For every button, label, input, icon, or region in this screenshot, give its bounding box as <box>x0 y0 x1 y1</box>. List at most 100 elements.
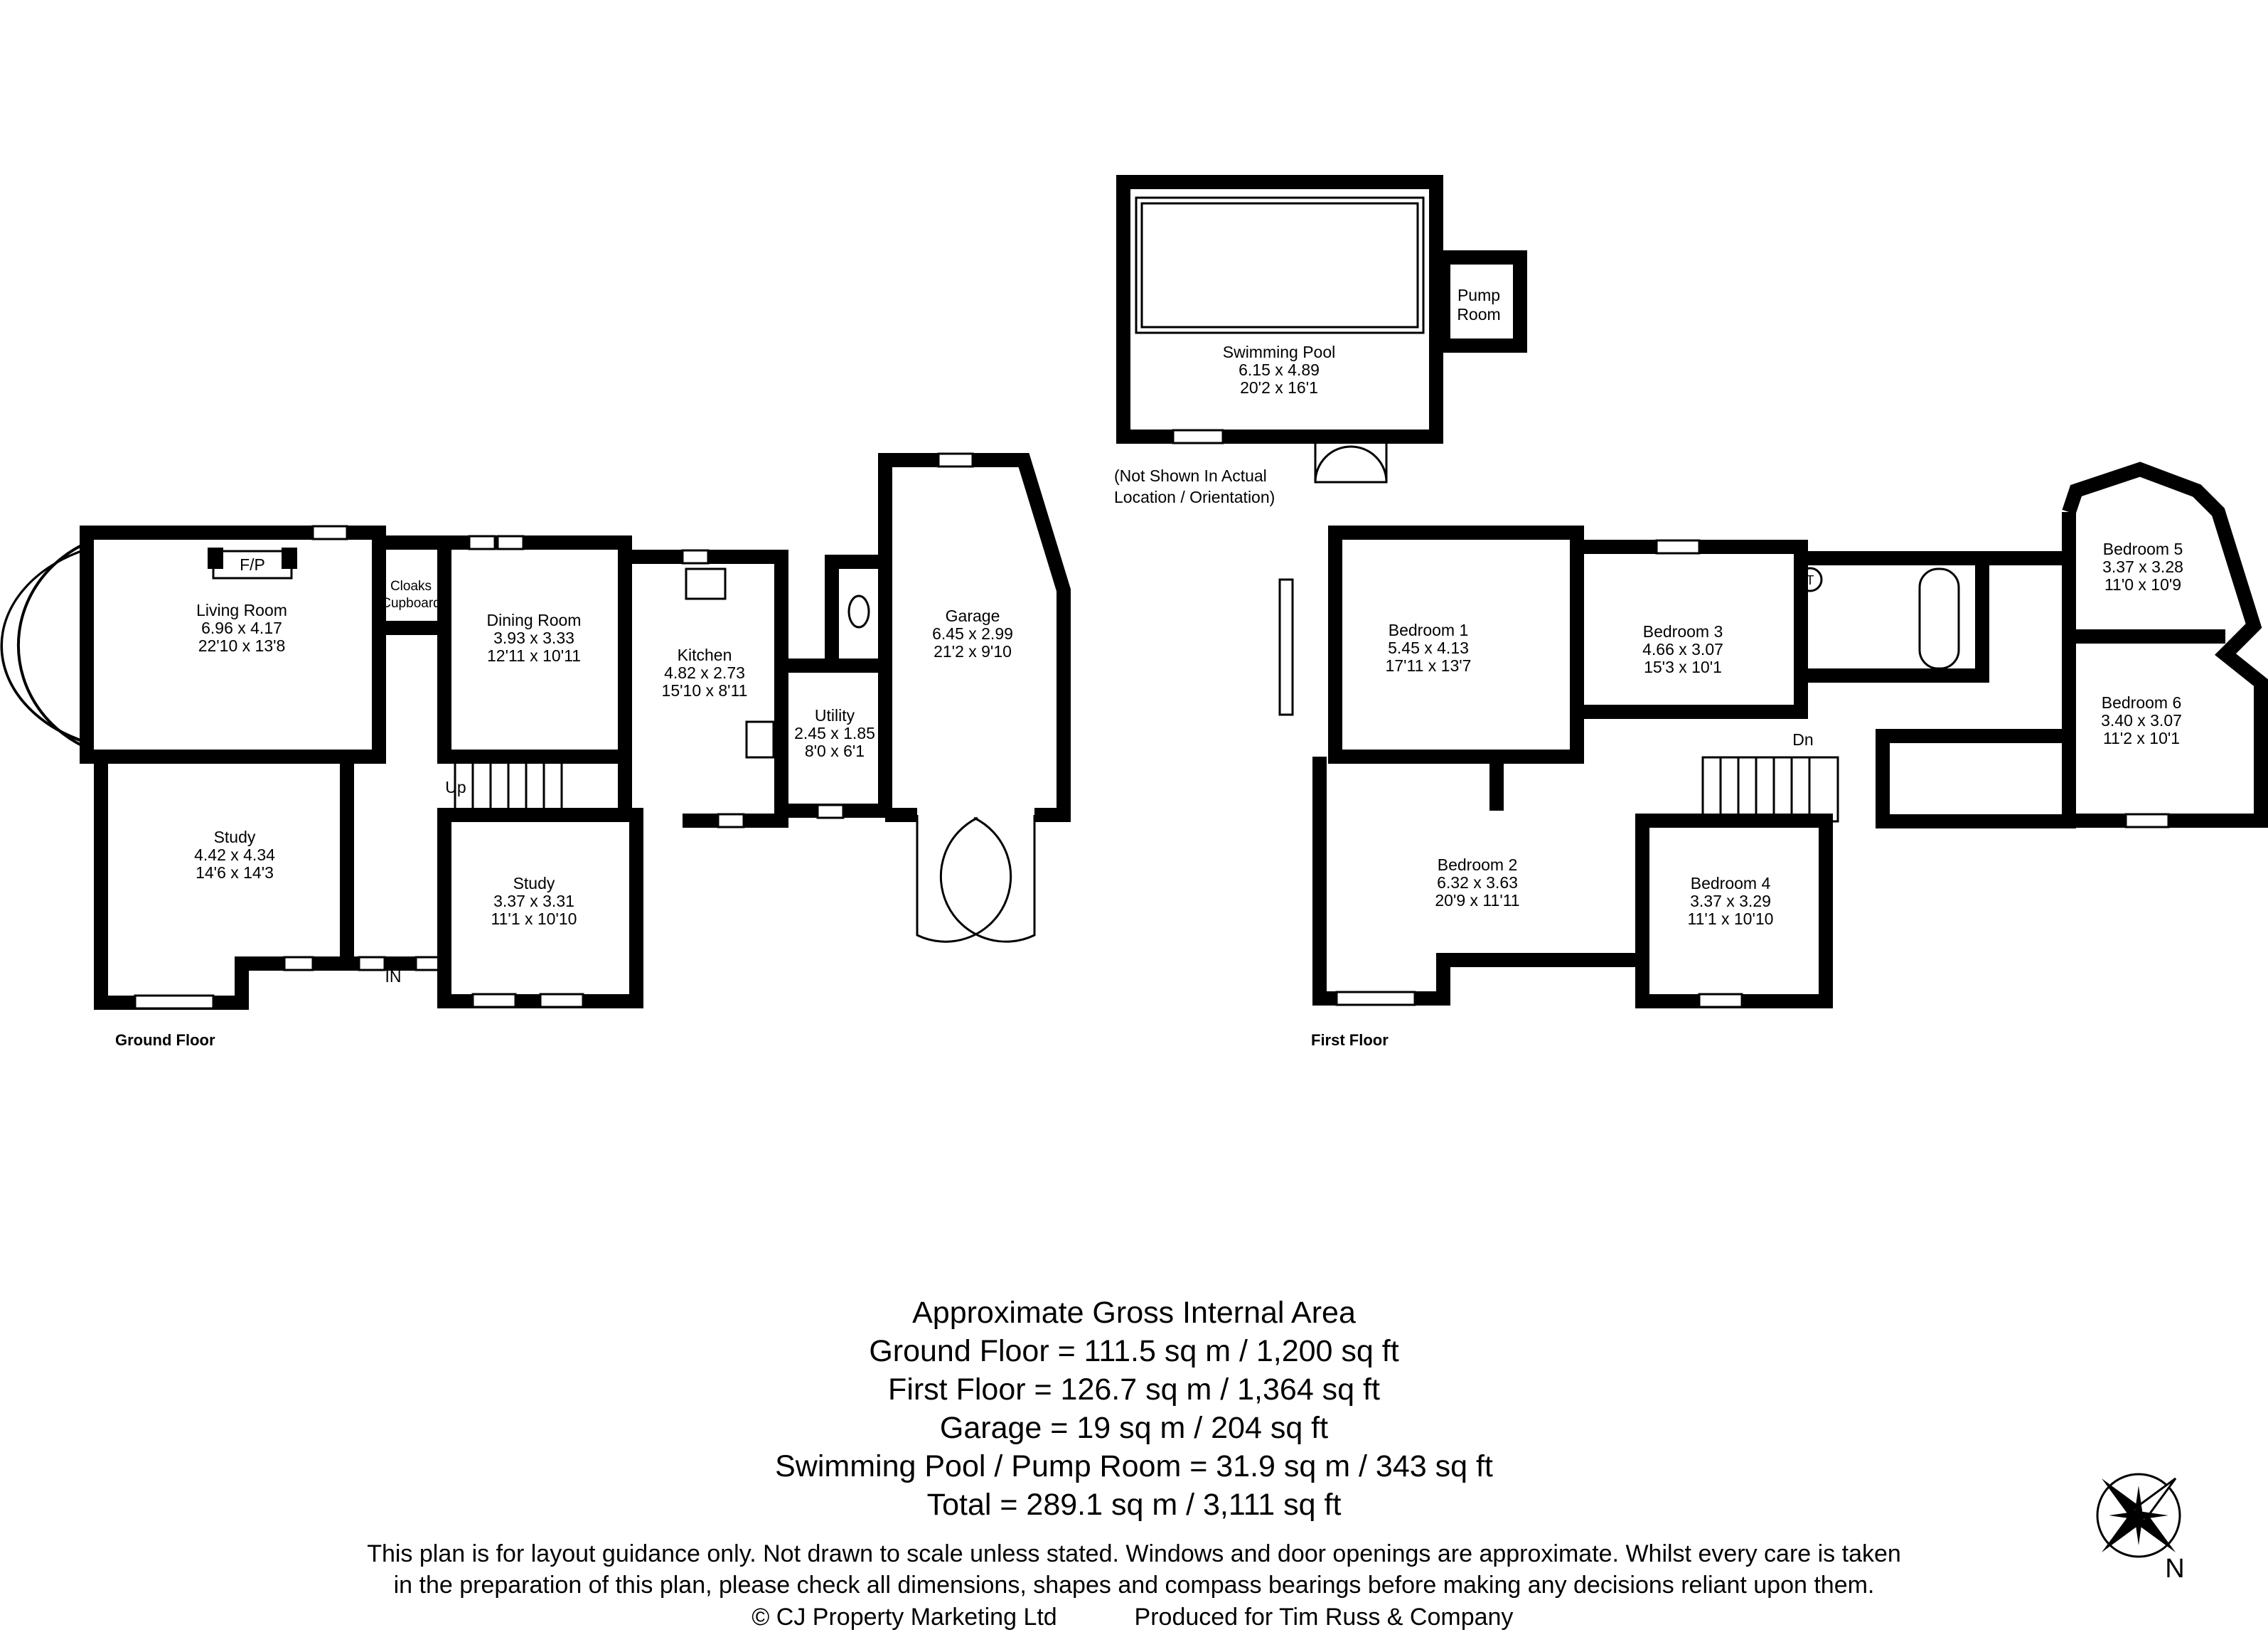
room-name: Swimming Pool <box>1223 343 1336 361</box>
room-name: Study <box>513 874 555 892</box>
room-imperial: 15'3 x 10'1 <box>1644 658 1722 676</box>
area-line: Garage = 19 sq m / 204 sq ft <box>940 1411 1328 1445</box>
ensuite-walls <box>1876 729 2076 828</box>
room-metric: 4.82 x 2.73 <box>664 663 745 682</box>
room-imperial: 22'10 x 13'8 <box>198 636 286 655</box>
room-label: Room <box>1457 305 1500 324</box>
cupboard-label: Cupboard <box>381 596 440 611</box>
ground-floor-title: Ground Floor <box>115 1031 215 1049</box>
room-metric: 5.45 x 4.13 <box>1388 639 1469 657</box>
room-metric: 6.96 x 4.17 <box>201 619 282 637</box>
room-imperial: 17'11 x 13'7 <box>1386 656 1472 675</box>
pool-walls <box>1116 175 1443 444</box>
area-line: Total = 289.1 sq m / 3,111 sq ft <box>927 1488 1342 1522</box>
room-metric: 6.15 x 4.89 <box>1239 361 1320 379</box>
area-line: First Floor = 126.7 sq m / 1,364 sq ft <box>888 1372 1380 1407</box>
room-imperial: 11'1 x 10'10 <box>1688 910 1774 928</box>
disclaimer: This plan is for layout guidance only. N… <box>367 1540 1901 1631</box>
tank-label: T <box>1807 573 1814 587</box>
room-imperial: 21'2 x 9'10 <box>934 642 1012 661</box>
room-name: Bedroom 4 <box>1691 874 1771 892</box>
pump-room-walls <box>1436 250 1527 353</box>
pool-basin <box>1135 196 1425 334</box>
pool-note-line: (Not Shown In Actual <box>1114 467 1267 485</box>
room-metric: 3.37 x 3.29 <box>1690 892 1771 910</box>
bathroom-walls <box>1794 551 1989 683</box>
toilet-icon <box>847 595 870 629</box>
room-metric: 2.45 x 1.85 <box>794 724 875 742</box>
pool-note-line: Location / Orientation) <box>1114 488 1275 506</box>
room-name: Living Room <box>196 601 287 619</box>
water-tank-icon <box>1797 567 1823 592</box>
disclaimer-line: This plan is for layout guidance only. N… <box>367 1540 1901 1567</box>
hob-icon <box>745 720 775 759</box>
room-name: Bedroom 5 <box>2103 540 2183 558</box>
room-imperial: 11'2 x 10'1 <box>2103 729 2180 747</box>
room-name: Garage <box>946 607 1000 625</box>
compass-rose-icon <box>2096 1473 2181 1558</box>
room-name: Kitchen <box>678 646 732 664</box>
stairs-down <box>1701 756 1839 823</box>
produced-for: Produced for Tim Russ & Company <box>1135 1604 1514 1631</box>
room-imperial: 20'2 x 16'1 <box>1240 378 1318 397</box>
area-summary: Approximate Gross Internal Area Ground F… <box>775 1296 1493 1522</box>
room-metric: 4.66 x 3.07 <box>1642 640 1723 659</box>
area-line: Swimming Pool / Pump Room = 31.9 sq m / … <box>775 1449 1493 1483</box>
bedroom-5-6-walls <box>1982 462 2268 828</box>
room-imperial: 14'6 x 14'3 <box>196 863 274 882</box>
pool-doors[interactable] <box>1314 437 1388 484</box>
room-imperial: 15'10 x 8'11 <box>662 681 748 700</box>
pump-label: Pump <box>1457 286 1500 304</box>
room-name: Bedroom 1 <box>1389 621 1469 639</box>
room-metric: 3.37 x 3.28 <box>2102 558 2183 576</box>
room-metric: 6.32 x 3.63 <box>1437 873 1518 892</box>
bath-icon <box>1918 567 1960 670</box>
room-name: Study <box>214 828 256 846</box>
area-heading: Approximate Gross Internal Area <box>912 1296 1356 1330</box>
compass-north-label: N <box>2165 1554 2184 1584</box>
room-imperial: 20'9 x 11'11 <box>1435 891 1519 910</box>
room-name: Utility <box>815 706 855 725</box>
dining-room-walls <box>437 535 632 764</box>
room-imperial: 11'1 x 10'10 <box>491 910 577 928</box>
garage-walls <box>878 453 1071 822</box>
room-name: Bedroom 6 <box>2102 693 2182 712</box>
garage-doors[interactable] <box>916 815 1036 943</box>
room-metric: 3.37 x 3.31 <box>493 892 574 910</box>
room-imperial: 12'11 x 10'11 <box>487 646 581 665</box>
room-imperial: 8'0 x 6'1 <box>805 742 865 760</box>
area-line: Ground Floor = 111.5 sq m / 1,200 sq ft <box>869 1334 1398 1368</box>
room-metric: 4.42 x 4.34 <box>194 846 275 864</box>
copyright: © CJ Property Marketing Ltd <box>751 1604 1057 1631</box>
room-metric: 3.40 x 3.07 <box>2101 711 2182 730</box>
study-left-walls <box>94 750 354 1010</box>
room-metric: 3.93 x 3.33 <box>493 629 574 647</box>
disclaimer-line: in the preparation of this plan, please … <box>394 1572 1875 1599</box>
room-name: Dining Room <box>487 611 582 629</box>
room-name: Bedroom 3 <box>1643 622 1723 641</box>
entrance-label: IN <box>385 967 402 986</box>
room-name: Bedroom 2 <box>1438 855 1518 874</box>
room-imperial: 11'0 x 10'9 <box>2104 575 2181 594</box>
room-metric: 6.45 x 2.99 <box>932 624 1013 643</box>
first-floor-title: First Floor <box>1311 1031 1389 1049</box>
